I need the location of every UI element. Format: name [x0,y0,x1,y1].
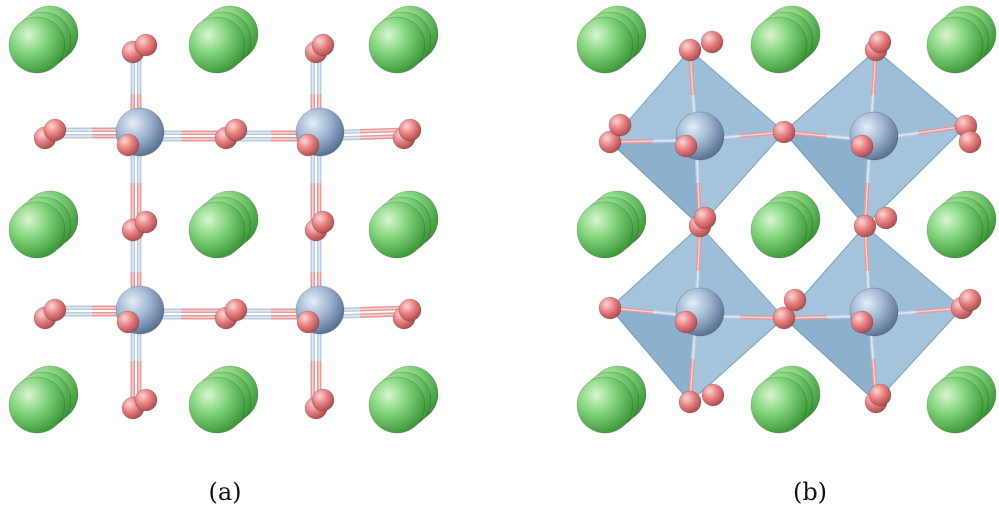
oxygen-atom [674,310,698,334]
a-site-atom-stack [750,190,821,259]
oxygen-atom [853,214,877,238]
a-site-atom-stack [8,5,79,74]
oxygen-atom [850,134,874,158]
panel-a-caption: (a) [208,478,242,506]
oxygen-atom [598,130,622,154]
a-site-atom-stack [576,190,647,259]
octahedron-face [870,50,966,140]
a-site-atom [750,201,808,259]
a-site-atom [368,201,426,259]
oxygen-atom [850,310,874,334]
a-site-atom [188,201,246,259]
oxygen-atom [874,206,898,230]
a-site-atom-stack [576,5,647,74]
a-site-atom [750,376,808,434]
oxygen-atom [134,33,158,57]
a-site-atom-stack [8,365,79,434]
oxygen-atom [678,390,702,414]
a-site-atom-stack [368,5,439,74]
oxygen-atom [701,383,725,407]
a-site-atom-stack [576,365,647,434]
a-site-atom [576,16,634,74]
a-site-atom [368,376,426,434]
octahedron-face [610,140,700,226]
oxygen-atom [678,38,702,62]
a-site-atom [926,376,984,434]
oxygen-atom [43,118,67,142]
octahedron-face [784,132,870,226]
oxygen-atom [868,30,892,54]
a-site-atom-stack [8,190,79,259]
oxygen-atom [311,33,335,57]
oxygen-atom [224,298,248,322]
oxygen-atom [296,133,320,157]
oxygen-atom [296,310,320,334]
a-site-atom-stack [750,5,821,74]
oxygen-atom [311,388,335,412]
oxygen-atom [700,30,724,54]
oxygen-atom [134,210,158,234]
oxygen-atom [693,206,717,230]
oxygen-atom [958,130,982,154]
oxygen-atom [224,118,248,142]
oxygen-atom [116,133,140,157]
oxygen-atom [608,113,632,137]
a-site-atom-stack [368,365,439,434]
a-site-atom-stack [926,190,997,259]
a-site-atom [8,376,66,434]
a-site-atom-stack [926,365,997,434]
a-site-atom [188,16,246,74]
a-site-atom [8,201,66,259]
a-site-atom [926,16,984,74]
a-site-atom-stack [368,190,439,259]
a-site-atom-stack [188,5,259,74]
a-site-atom-stack [750,365,821,434]
octahedron-face [696,226,784,318]
a-site-atom [576,376,634,434]
a-site-atom [188,376,246,434]
oxygen-atom [674,134,698,158]
oxygen-atom [134,388,158,412]
a-site-atom-stack [926,5,997,74]
oxygen-atom [772,306,796,330]
oxygen-atom [311,210,335,234]
octahedron-face [610,308,696,402]
oxygen-atom [783,288,807,312]
oxygen-atom [43,298,67,322]
a-site-atom-stack [188,190,259,259]
oxygen-atom [398,118,422,142]
panel-b-structure [576,5,997,434]
a-site-atom [8,16,66,74]
oxygen-atom [958,288,982,312]
a-site-atom [576,201,634,259]
a-site-atom [750,16,808,74]
octahedron-face [784,316,876,402]
oxygen-atom [116,310,140,334]
oxygen-atom [398,298,422,322]
a-site-atom [926,201,984,259]
a-site-atom-stack [188,365,259,434]
panel-a-structure [8,5,439,434]
oxygen-atom [772,120,796,144]
oxygen-atom [868,383,892,407]
a-site-atom [368,16,426,74]
oxygen-atom [598,296,622,320]
panel-b-caption: (b) [792,478,828,506]
